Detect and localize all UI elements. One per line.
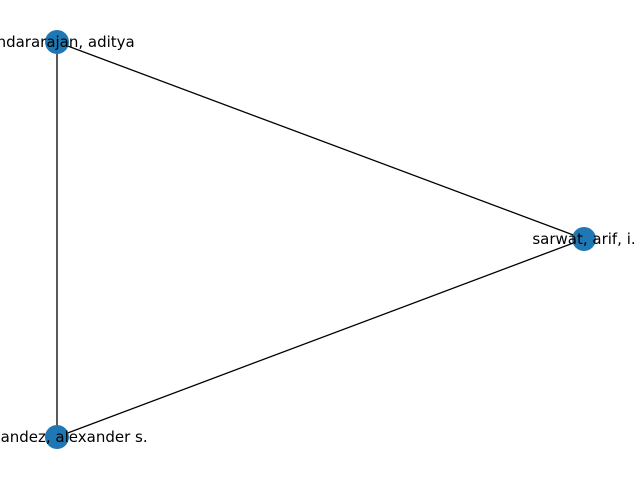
node-n3 <box>45 425 69 449</box>
edge-n1-n2 <box>56 41 585 240</box>
node-n2 <box>572 227 596 251</box>
edge-layer <box>56 41 585 438</box>
node-label-n2: sarwat, arif, i. <box>532 230 635 248</box>
node-label-n3: hernandez, alexander s. <box>0 428 148 446</box>
edge-n3-n2 <box>56 238 585 438</box>
node-label-n1: sundararajan, aditya <box>0 33 135 51</box>
label-layer: sundararajan, aditya sarwat, arif, i. hern… <box>0 33 636 446</box>
node-layer <box>45 30 596 449</box>
node-n1 <box>45 30 69 54</box>
